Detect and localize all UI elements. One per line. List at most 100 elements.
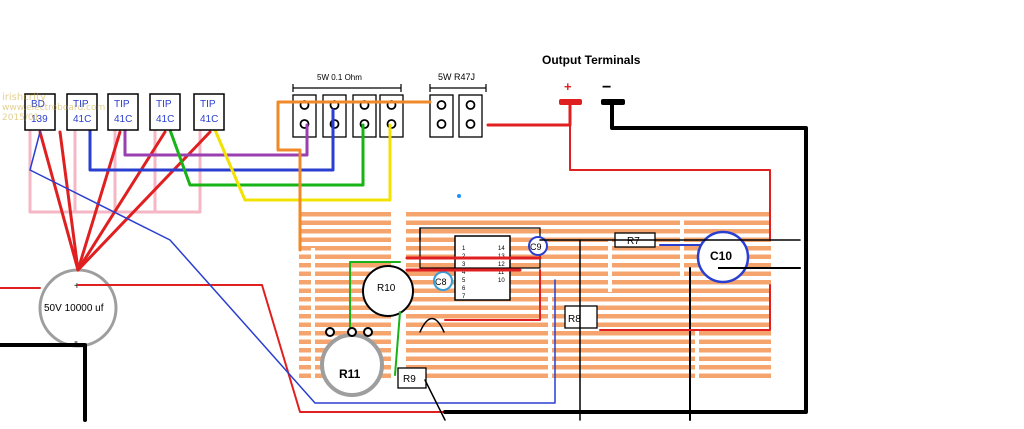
transistor-label: 139 — [31, 114, 48, 125]
copper-strip — [406, 356, 771, 361]
copper-strip — [299, 297, 391, 302]
transistor: TIP 41C — [66, 93, 98, 131]
wiring — [0, 100, 808, 422]
wire-green — [394, 311, 401, 376]
wire-purple — [123, 123, 309, 157]
copper-strip — [406, 297, 771, 302]
transistor-label: 41C — [73, 114, 91, 125]
terminal-plus-sign: + — [564, 79, 572, 94]
wire-orange — [276, 100, 432, 252]
terminal-block — [429, 94, 454, 138]
copper-strip — [406, 339, 771, 344]
output-terminals-title: Output Terminals — [542, 53, 641, 67]
transistor-label: TIP — [200, 99, 216, 110]
copper-strip — [299, 305, 391, 310]
copper-strip — [299, 246, 391, 251]
strip-cut — [311, 248, 315, 378]
copper-strip — [406, 229, 771, 234]
copper-strip — [299, 229, 391, 234]
c8-label: C8 — [435, 277, 447, 287]
capacitor-c9: C9 — [528, 236, 548, 256]
ic-pin-label: 6 — [462, 286, 466, 292]
copper-strip — [299, 220, 391, 225]
wire-ground-thin — [689, 267, 801, 421]
transistor-body — [24, 93, 56, 131]
transistor-label: BD — [31, 99, 45, 110]
watermark-line2: www.electroboard.com — [2, 103, 105, 113]
output-terminal-negative — [601, 99, 625, 105]
terminal-screw — [436, 119, 447, 129]
ic-pin-label: 11 — [498, 270, 505, 276]
resistor-block-r47-label: 5W R47J — [438, 72, 475, 82]
transistor-label: TIP — [156, 99, 172, 110]
copper-strip — [406, 254, 771, 259]
copper-strip — [406, 331, 771, 336]
wire-bridge — [419, 317, 445, 333]
resistor-block-0r1: 5W 0.1 Ohm — [292, 73, 402, 92]
r11-label: R11 — [339, 367, 361, 381]
copper-strip — [406, 348, 771, 353]
c9-label: C9 — [530, 242, 542, 252]
wire-ground — [443, 103, 808, 414]
transistor-label: TIP — [114, 99, 130, 110]
wire-red — [0, 284, 446, 413]
transistor-row: BD 139 TIP 41C TIP 41C TIP 41C TIP 41C — [24, 93, 225, 131]
transistor: TIP 41C — [107, 93, 139, 131]
wire-red-fan — [38, 130, 80, 272]
ic-pin-label: 7 — [462, 294, 466, 300]
wire-blue-thin — [29, 131, 556, 404]
wire-red-fan — [76, 130, 122, 272]
copper-strip — [406, 365, 771, 370]
transistor: BD 139 — [24, 93, 56, 131]
transistor-label: 41C — [156, 114, 174, 125]
wire-red-out-thin — [569, 124, 771, 241]
copper-strip — [299, 322, 391, 327]
transistor-label: 41C — [114, 114, 132, 125]
pad — [325, 327, 335, 337]
copper-strip — [406, 246, 771, 251]
capacitor-c10: C10 — [696, 230, 750, 284]
wire-green — [168, 123, 365, 187]
terminal-block — [458, 94, 483, 138]
output-terminal-positive — [559, 99, 582, 105]
r8-label: R8 — [568, 314, 581, 325]
wire-black-thin — [424, 239, 581, 421]
resistor-block-0r1-label: 5W 0.1 Ohm — [317, 73, 362, 82]
wire-red-fan — [58, 130, 80, 272]
transistor: TIP 41C — [149, 93, 181, 131]
strip-cut — [608, 240, 612, 292]
pot-r11: R11 — [320, 333, 384, 397]
capacitor-c8: C8 — [433, 271, 453, 291]
ic-pin-label: 12 — [498, 262, 505, 268]
transistor-body — [193, 93, 225, 131]
r7-label: R7 — [627, 236, 640, 247]
copper-strip — [299, 280, 391, 285]
copper-strip — [299, 212, 391, 217]
transistor-label: 41C — [200, 114, 218, 125]
ic-pin-label: 3 — [462, 262, 466, 268]
marker-dot — [457, 194, 461, 198]
copper-strip — [299, 237, 391, 242]
resistor-r8: R8 — [564, 305, 598, 329]
copper-strip — [299, 314, 391, 319]
c10-label: C10 — [710, 249, 732, 263]
capacitor-main: 50V 10000 uf + - — [38, 268, 118, 348]
copper-strip — [406, 280, 771, 285]
watermark: irishcrfty www.electroboard.com 2015/01 — [2, 92, 105, 123]
copper-strip — [299, 331, 391, 336]
terminal-block — [292, 94, 317, 138]
ic-pin-label: 4 — [462, 270, 466, 276]
copper-strip — [406, 263, 771, 268]
terminal-screw — [465, 119, 476, 129]
transistor: TIP 41C — [193, 93, 225, 131]
copper-strip — [299, 263, 391, 268]
copper-strip — [406, 373, 771, 378]
transistor-label: TIP — [73, 99, 89, 110]
terminal-minus-sign: − — [602, 79, 611, 96]
r9-label: R9 — [403, 374, 416, 385]
capacitor-main-plus: + — [74, 281, 80, 292]
wire-red-link — [444, 269, 771, 331]
copper-strip — [299, 254, 391, 259]
wire-red-link — [405, 256, 542, 272]
